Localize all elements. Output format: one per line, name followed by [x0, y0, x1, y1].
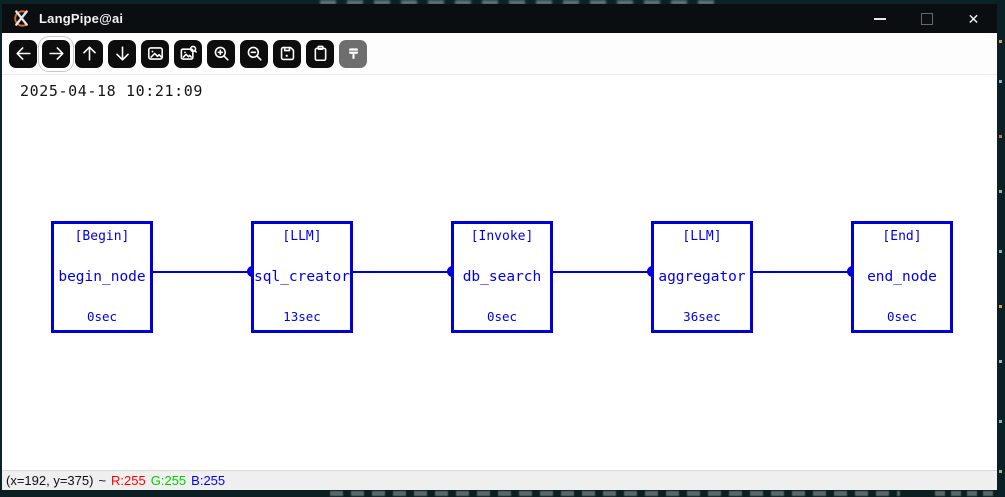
- minimize-icon: [873, 17, 886, 20]
- arrow-right-icon: [48, 47, 64, 60]
- zoom-out-icon: [247, 46, 262, 61]
- edge-line: [553, 271, 653, 273]
- background-window-text-smudge-top: [320, 0, 720, 5]
- node-time-label: 0sec: [86, 309, 118, 324]
- run-timestamp: 2025-04-18 10:21:09: [20, 82, 203, 100]
- pixel-red-value: R:255: [111, 473, 146, 488]
- paint-brush-button[interactable]: [339, 39, 367, 68]
- forward-button[interactable]: [42, 39, 70, 68]
- save-button[interactable]: [273, 39, 301, 68]
- close-button[interactable]: ✕: [950, 4, 997, 33]
- pipeline-node-sql-creator[interactable]: [LLM] sql_creator 13sec: [251, 221, 353, 333]
- node-time-label: 13sec: [283, 309, 321, 324]
- arrow-left-icon: [15, 47, 31, 60]
- node-type-label: [Invoke]: [470, 229, 534, 244]
- edge-line: [753, 271, 853, 273]
- background-window-strip-right: [997, 0, 1005, 497]
- node-type-label: [LLM]: [282, 229, 322, 244]
- toolbar: [2, 33, 997, 75]
- window-controls: ✕: [856, 4, 997, 33]
- pipeline-node-db-search[interactable]: [Invoke] db_search 0sec: [451, 221, 553, 333]
- image-search-button[interactable]: [174, 39, 202, 68]
- maximize-button[interactable]: [903, 4, 950, 33]
- node-name-label: db_search: [462, 268, 542, 285]
- pipeline-node-begin[interactable]: [Begin] begin_node 0sec: [51, 221, 153, 333]
- pipeline-node-aggregator[interactable]: [LLM] aggregator 36sec: [651, 221, 753, 333]
- background-window-text-specks-right: [999, 40, 1002, 43]
- image-button[interactable]: [141, 39, 169, 68]
- node-type-label: [Begin]: [74, 229, 130, 244]
- up-button[interactable]: [75, 39, 103, 68]
- zoom-in-icon: [214, 46, 229, 61]
- node-type-label: [LLM]: [682, 229, 722, 244]
- back-button[interactable]: [9, 39, 37, 68]
- title-bar: LangPipe@ai ✕: [2, 4, 997, 33]
- node-type-label: [End]: [882, 229, 922, 244]
- close-icon: ✕: [967, 10, 980, 27]
- image-icon: [147, 47, 163, 60]
- node-name-label: begin_node: [58, 268, 146, 285]
- arrow-up-icon: [82, 46, 96, 61]
- node-name-label: aggregator: [658, 268, 746, 285]
- down-button[interactable]: [108, 39, 136, 68]
- minimize-button[interactable]: [856, 4, 903, 33]
- tilde-separator: ~: [98, 473, 107, 488]
- node-time-label: 36sec: [683, 309, 721, 324]
- arrow-down-icon: [115, 46, 129, 61]
- node-name-label: end_node: [867, 268, 937, 285]
- window-title: LangPipe@ai: [39, 11, 124, 26]
- clipboard-button[interactable]: [306, 39, 334, 68]
- node-name-label: sql_creator: [253, 268, 351, 285]
- zoom-out-button[interactable]: [240, 39, 268, 68]
- edge-line: [153, 271, 253, 273]
- pixel-blue-value: B:255: [191, 473, 226, 488]
- app-logo-x-icon: [14, 10, 28, 27]
- background-window-text-smudge-bottom-right: [935, 491, 997, 496]
- clipboard-icon: [314, 45, 326, 62]
- paint-brush-icon: [348, 48, 358, 59]
- node-time-label: 0sec: [886, 309, 918, 324]
- maximize-icon: [920, 12, 933, 25]
- node-time-label: 0sec: [486, 309, 518, 324]
- cursor-coordinates: (x=192, y=375): [6, 473, 94, 488]
- app-window: LangPipe@ai ✕: [2, 4, 997, 490]
- zoom-in-button[interactable]: [207, 39, 235, 68]
- status-bar: (x=192, y=375) ~ R:255 G:255 B:255: [2, 470, 997, 490]
- pipeline-node-end[interactable]: [End] end_node 0sec: [851, 221, 953, 333]
- image-search-icon: [180, 45, 197, 60]
- pipeline-canvas[interactable]: 2025-04-18 10:21:09 [Begin] begin_node 0…: [2, 76, 997, 474]
- pixel-green-value: G:255: [150, 473, 187, 488]
- background-window-text-smudge-bottom: [330, 491, 900, 496]
- edge-line: [353, 271, 453, 273]
- save-floppy-icon: [280, 46, 294, 61]
